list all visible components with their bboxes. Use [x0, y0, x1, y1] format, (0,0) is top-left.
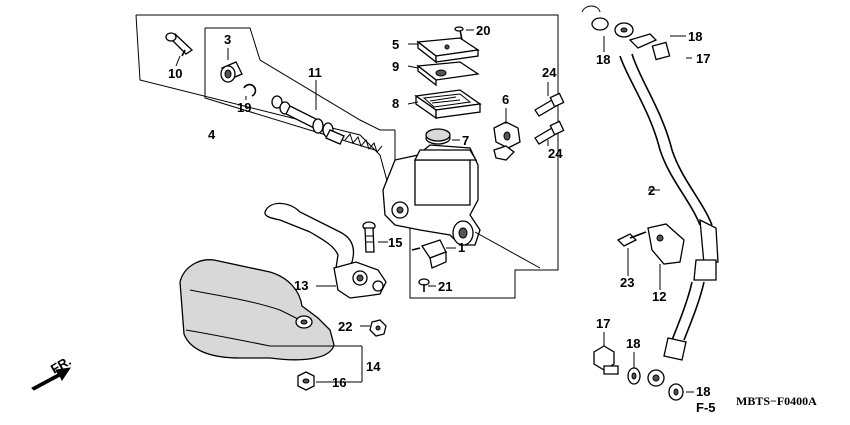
- pivot-bolt-15: [362, 221, 376, 253]
- float-plate: [425, 128, 451, 145]
- callout-7: 7: [462, 133, 469, 148]
- callout-19: 19: [237, 100, 251, 115]
- hose-clamp-12: [647, 223, 685, 265]
- callout-11: 11: [308, 65, 322, 80]
- callout-18-upper-b: 18: [688, 29, 702, 44]
- front-direction-arrow: [31, 367, 72, 391]
- diagram-code: MBTS−F0400A: [736, 394, 817, 408]
- callout-9: 9: [392, 59, 399, 74]
- callout-15: 15: [388, 235, 402, 250]
- master-cylinder-body: [382, 144, 541, 269]
- lever-cover-14: [179, 259, 335, 361]
- callout-17-lower: 17: [596, 316, 610, 331]
- callout-12: 12: [652, 289, 666, 304]
- direction-label: FR.: [48, 353, 74, 376]
- washer-18-lower-b: [668, 383, 684, 401]
- brake-hose-2: [581, 5, 719, 387]
- callout-24-upper: 24: [542, 65, 557, 80]
- bolt-24-lower: [534, 120, 565, 145]
- callout-2: 2: [648, 183, 655, 198]
- callout-17-upper: 17: [696, 51, 710, 66]
- nut-22: [369, 319, 387, 337]
- holder-6: [493, 121, 521, 161]
- callout-5: 5: [392, 37, 399, 52]
- washer-18-lower-a: [627, 367, 641, 385]
- callout-21: 21: [438, 279, 452, 294]
- reservoir-cap: [416, 37, 480, 64]
- callout-6: 6: [502, 92, 509, 107]
- bolt-23: [616, 231, 647, 247]
- leader-lines: [175, 29, 694, 393]
- callout-20: 20: [476, 23, 490, 38]
- reference-label: F-5: [696, 400, 716, 415]
- callout-22: 22: [338, 319, 352, 334]
- nut-16: [297, 371, 315, 391]
- brake-lever-13: [264, 202, 387, 299]
- screw-21: [418, 278, 430, 292]
- callout-18-lower-b: 18: [696, 384, 710, 399]
- reservoir-plate: [416, 61, 480, 87]
- brake-switch-1: [411, 239, 447, 269]
- callout-1: 1: [458, 240, 465, 255]
- bolt-17-lower: [593, 345, 619, 375]
- callout-24-lower: 24: [548, 146, 563, 161]
- callout-16: 16: [332, 375, 346, 390]
- diaphragm: [414, 89, 482, 120]
- callout-14: 14: [366, 359, 381, 374]
- boot-3: [220, 61, 243, 83]
- callout-4: 4: [208, 127, 216, 142]
- screw-20: [454, 26, 464, 41]
- callout-3: 3: [224, 32, 231, 47]
- callout-18-lower-a: 18: [626, 336, 640, 351]
- callout-18-upper-a: 18: [596, 52, 610, 67]
- callout-8: 8: [392, 96, 399, 111]
- callout-23: 23: [620, 275, 634, 290]
- callout-13: 13: [294, 278, 308, 293]
- circlip-19: [243, 83, 257, 97]
- callout-10: 10: [168, 66, 182, 81]
- bolt-24-upper: [534, 92, 565, 117]
- pivot-bolt-10: [165, 32, 194, 57]
- piston-set-11: [271, 95, 383, 154]
